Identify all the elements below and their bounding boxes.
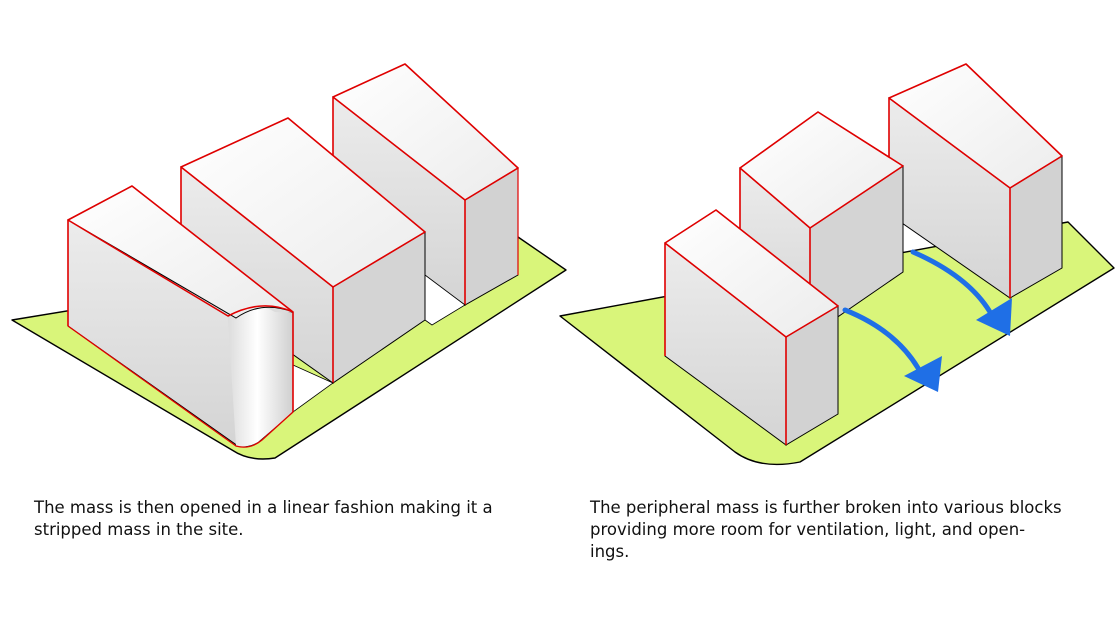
left-block-middle: [180, 117, 426, 384]
right-block-back: [888, 63, 1063, 299]
caption-left-line-1: The mass is then opened in a linear fash…: [34, 498, 493, 517]
caption-right-line-1: The peripheral mass is further broken in…: [590, 498, 1062, 517]
caption-right-line-3: ings.: [590, 542, 630, 561]
left-block-back: [332, 63, 519, 306]
airflow-arrow-back: [910, 249, 1012, 336]
left-block-front: [66, 185, 294, 448]
caption-right: The peripheral mass is further broken in…: [590, 497, 1062, 563]
right-diagram: [559, 63, 1115, 466]
airflow-arrow-front: [842, 307, 942, 392]
right-block-front: [664, 209, 839, 446]
caption-left-line-2: stripped mass in the site.: [34, 520, 244, 539]
caption-right-line-2: providing more room for ventilation, lig…: [590, 520, 1026, 539]
caption-left: The mass is then opened in a linear fash…: [34, 497, 493, 541]
left-diagram: [11, 63, 567, 460]
